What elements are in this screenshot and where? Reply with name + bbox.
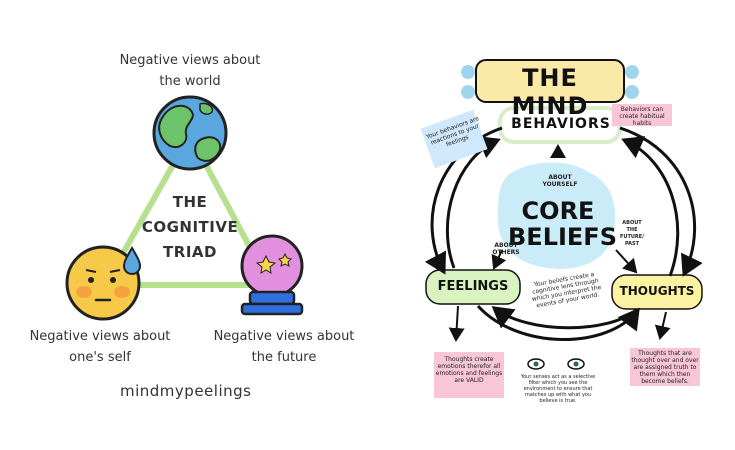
arrow-feelings-down: [448, 305, 465, 342]
globe-icon: [152, 95, 228, 171]
caption-future-line2: the future: [251, 350, 317, 365]
caption-self-line1: Negative views about: [29, 329, 171, 344]
crystal-ball-icon: [240, 234, 304, 316]
core-line2: BELIEFS: [508, 223, 617, 251]
note-thoughts-bg: [630, 348, 700, 386]
caption-world-line2: the world: [159, 74, 221, 89]
note-feelings-bg: [434, 352, 504, 398]
caption-self-line2: one's self: [69, 350, 131, 365]
note-behaviors-left-bg: [420, 109, 488, 169]
label-about-others: ABOUT OTHERS: [492, 242, 520, 256]
brand-text: mindmypeelings: [120, 382, 252, 400]
core-beliefs-blob: [498, 162, 616, 269]
arrow-core-to-feelings: [491, 249, 507, 270]
arrow-thoughts-down: [654, 311, 671, 340]
arrow-thoughts-to-feelings: [491, 306, 637, 330]
feelings-bubble: [425, 269, 521, 305]
label-about-yourself: ABOUT YOURSELF: [542, 174, 578, 188]
arrow-behaviors-to-thoughts: [619, 126, 703, 277]
label-about-future-past: ABOUT THE FUTURE/ PAST: [619, 220, 645, 247]
the-mind-panel: THE MIND BEHAVIORS CORE BELIEFS FEELINGS…: [398, 0, 735, 450]
arrow-core-to-thoughts: [615, 249, 638, 274]
worried-face-icon: [65, 245, 142, 321]
eyes-icon: [527, 358, 585, 370]
note-behaviors-right-bg: [612, 104, 672, 126]
note-senses: Your senses act as a selective filter wh…: [520, 374, 596, 404]
caption-future: Negative views about the future: [198, 326, 370, 368]
note-feelings: Thoughts create emotions therefor all em…: [435, 356, 503, 384]
title-banner: [461, 59, 639, 103]
caption-self: Negative views about one's self: [14, 326, 186, 368]
mind-title: THE MIND: [511, 64, 589, 120]
note-thoughts: Thoughts that are thought over and over …: [631, 350, 699, 385]
triad-title-line3: TRIAD: [163, 243, 217, 261]
caption-world-line1: Negative views about: [119, 53, 261, 68]
triad-title: THE COGNITIVE TRIAD: [130, 190, 250, 265]
caption-future-line1: Negative views about: [213, 329, 355, 344]
arrow-thoughts-to-behaviors: [621, 136, 680, 277]
core-line1: CORE: [521, 197, 595, 225]
feelings-label: FEELINGS: [437, 279, 509, 294]
mind-graphic: [420, 59, 703, 398]
triad-title-line1: THE: [172, 193, 208, 211]
thoughts-label: THOUGHTS: [619, 284, 695, 298]
thoughts-bubble: [611, 274, 703, 310]
note-behaviors-right: Behaviors can create habitual habits: [619, 106, 665, 127]
caption-world: Negative views about the world: [105, 50, 275, 92]
triad-title-line2: COGNITIVE: [141, 218, 239, 236]
cognitive-triad-panel: Negative views about the world THE COGNI…: [14, 50, 370, 400]
behaviors-label: BEHAVIORS: [511, 116, 611, 132]
core-beliefs-label: CORE BELIEFS: [508, 197, 617, 251]
triangle-outline: [102, 132, 273, 288]
triad-graphic: [65, 95, 304, 321]
